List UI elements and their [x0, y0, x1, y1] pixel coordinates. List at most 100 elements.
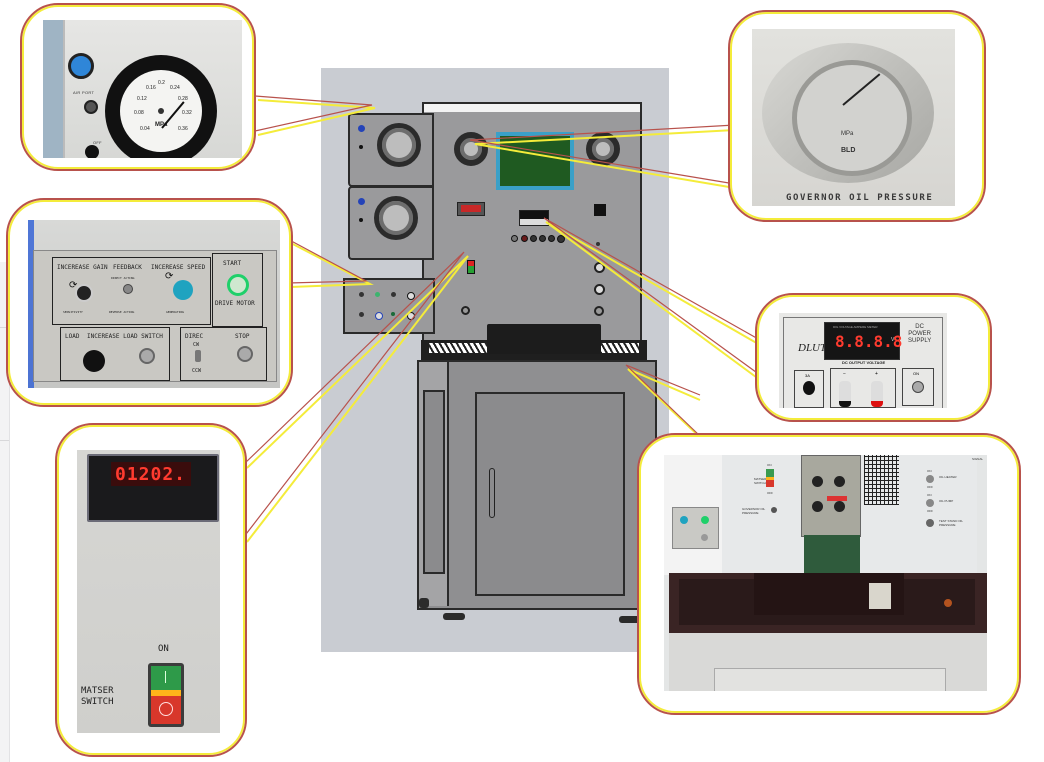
clockwise-arrow-icon: ⟳ [69, 280, 78, 291]
governor-knob-icon[interactable] [834, 476, 845, 487]
front-door[interactable] [475, 392, 625, 596]
switch-icon[interactable] [594, 262, 605, 273]
knob-icon[interactable] [85, 145, 99, 158]
off-label: OFF [767, 491, 773, 495]
speed-knob-icon[interactable] [680, 516, 688, 524]
power-toggle-icon[interactable] [912, 381, 924, 393]
air-valve-knob-icon[interactable] [68, 53, 94, 79]
clockwise-arrow-icon: ⟳ [165, 271, 174, 282]
increase-gain-label: INCEREASE GAIN [57, 264, 108, 271]
control-box-render[interactable] [343, 278, 435, 334]
governor-base [804, 535, 860, 575]
stop-button[interactable] [237, 346, 253, 362]
foot [619, 616, 641, 623]
switch-icon[interactable] [594, 284, 605, 295]
air-pressure-gauge-icon[interactable] [374, 196, 418, 240]
gauge-tick: 0.12 [137, 96, 147, 102]
governor-oil-pressure-label: GOVERNOR OIL PRESSURE [786, 193, 934, 203]
fuse-holder-icon[interactable] [803, 381, 815, 395]
speed-knob-icon[interactable] [173, 280, 193, 300]
increase-load-switch-label: INCEREASE LOAD SWITCH [87, 333, 163, 340]
master-switch-label: MATSER SWITCH [81, 686, 114, 708]
governor-mount-block [487, 324, 601, 354]
oil-heater-switch[interactable] [926, 475, 934, 483]
dc-power-display[interactable] [519, 210, 549, 226]
on-label: ON [158, 644, 169, 654]
direction-toggle-icon[interactable] [195, 350, 201, 362]
brand-label: DLUT [798, 342, 827, 354]
test-bench-render [321, 68, 669, 652]
pressure-gauge-right-icon [586, 132, 620, 166]
master-switch-button[interactable] [148, 663, 184, 727]
plus-label: + [875, 371, 878, 377]
connector-icon [944, 599, 952, 607]
counter-display: 01202. [87, 454, 219, 522]
knob-icon[interactable] [539, 235, 546, 242]
photo-control-panel: INCEREASE GAIN FEEDBACK INCEREASE SPEED … [28, 220, 280, 388]
door-handle-icon[interactable] [489, 468, 495, 518]
toggle-switch-icon[interactable] [84, 100, 98, 114]
master-switch-icon[interactable] [467, 260, 475, 274]
off-button[interactable] [151, 696, 181, 724]
stop-button[interactable] [701, 534, 708, 541]
load-knob-icon[interactable] [83, 350, 105, 372]
switch-icon[interactable] [461, 306, 470, 315]
increase-speed-label: INCEREASE SPEED [151, 264, 206, 271]
gauge-tick: 0.2 [158, 80, 165, 86]
master-switch-button[interactable] [766, 469, 774, 487]
knob-icon[interactable] [557, 235, 565, 243]
on-label: ON [913, 371, 919, 376]
on-button[interactable] [151, 666, 181, 690]
governor-knob-icon[interactable] [812, 501, 823, 512]
pressure-valve-icon[interactable] [771, 507, 777, 513]
gauge-needle-icon [842, 73, 881, 106]
feedback-toggle-icon[interactable] [123, 284, 133, 294]
air-port-label: AIR PORT [73, 90, 95, 95]
led-window: 01202. [111, 462, 191, 486]
air-valve-icon[interactable] [358, 198, 365, 205]
oil-pump-switch[interactable] [926, 499, 934, 507]
off-label: OFF [93, 140, 102, 145]
side-door[interactable] [423, 390, 445, 574]
switch-icon[interactable] [594, 306, 604, 316]
air-pressure-gauge-icon[interactable] [377, 123, 421, 167]
off-label: OFF [927, 485, 933, 489]
gauge-tick: 0.32 [182, 110, 192, 116]
minus-label: − [843, 371, 846, 377]
knob-icon[interactable] [548, 235, 555, 242]
test-stand-valve[interactable] [926, 519, 934, 527]
on-label: ON [767, 463, 772, 467]
voltage-value: 8.8.8.8 [835, 332, 903, 351]
bench-cabinet [417, 360, 657, 610]
governor-oil-gauge-icon[interactable] [454, 132, 488, 166]
knob-icon[interactable] [521, 235, 528, 242]
governor-knob-icon[interactable] [812, 476, 823, 487]
positive-terminal[interactable] [871, 381, 883, 407]
title-line: DC [915, 324, 924, 330]
divider [0, 440, 9, 441]
knob-icon[interactable] [530, 235, 537, 242]
gain-knob-icon[interactable] [75, 284, 93, 302]
title-line: POWER [908, 331, 931, 337]
start-button[interactable] [701, 516, 709, 524]
main-control-panel [422, 102, 642, 348]
cabinet-door[interactable] [714, 668, 946, 691]
red-tag [827, 496, 847, 501]
photo-counter-master-switch: 01202. ON MATSER SWITCH [77, 450, 220, 733]
negative-terminal[interactable] [839, 381, 851, 407]
knob-icon[interactable] [511, 235, 518, 242]
speed-scale-grid [864, 455, 899, 505]
divider [0, 327, 9, 328]
air-valve-icon[interactable] [358, 125, 365, 132]
on-label: ON [927, 469, 932, 473]
governor-knob-icon[interactable] [834, 501, 845, 512]
reverse-acting-label: REVERSE ACTING [109, 310, 135, 314]
power-switch-box: ON [902, 368, 934, 406]
oil-pump-label: OIL PUMP [939, 499, 954, 503]
load-switch-button[interactable] [139, 348, 155, 364]
needle-hub [158, 108, 164, 114]
start-button[interactable] [227, 274, 249, 296]
air-gauge-box-lower [348, 186, 434, 260]
oil-heater-label: OIL HEATER [939, 475, 957, 479]
switch-icon[interactable] [596, 242, 600, 246]
